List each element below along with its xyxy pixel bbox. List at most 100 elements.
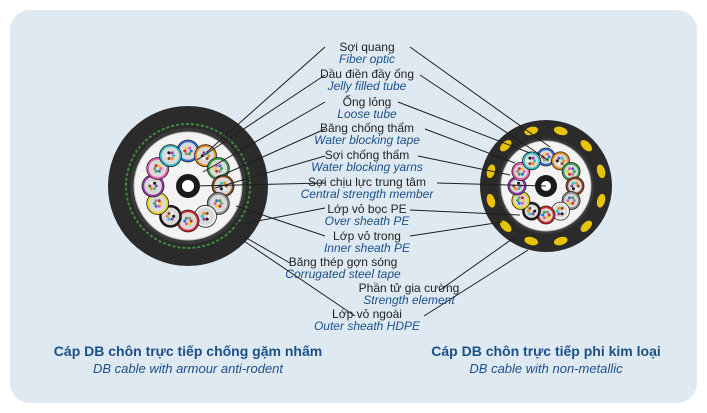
label-over-sheath-vi: Lớp vỏ bọc PE	[327, 202, 406, 216]
loose-tube	[194, 204, 217, 228]
fiber-strand	[167, 156, 171, 160]
fiber-strand	[528, 206, 532, 210]
strength-element-rod	[553, 126, 568, 136]
fiber-strand	[165, 154, 169, 158]
fiber-strand	[154, 204, 158, 208]
fiber-strand	[188, 222, 192, 226]
fiber-strand	[170, 156, 174, 160]
jelly-filling	[510, 179, 524, 193]
loose-tube	[511, 191, 531, 210]
loose-tube	[565, 176, 585, 196]
fiber-strand	[571, 196, 575, 200]
jelly-filling	[161, 207, 180, 226]
caption-left-vi: Cáp DB chôn trực tiếp chống gặm nhấm	[54, 343, 322, 359]
jelly-filling	[148, 159, 167, 178]
loose-tube	[159, 144, 182, 168]
label-inner-sheath-vi: Lớp vỏ trong	[333, 229, 401, 243]
fiber-strand	[170, 212, 174, 216]
fiber-strand	[184, 146, 188, 150]
fiber-strand	[184, 222, 188, 226]
fiber-strand	[517, 201, 521, 205]
fiber-strand	[223, 181, 227, 185]
strength-element-rod	[596, 193, 606, 208]
fiber-strand	[172, 154, 176, 158]
fiber-strand	[223, 187, 227, 191]
fiber-strand	[167, 151, 171, 155]
fiber-strand	[167, 212, 171, 216]
strength-element-rod	[553, 236, 568, 246]
loose-tube	[561, 191, 581, 210]
fiber-strand	[562, 209, 566, 213]
fiber-strand	[542, 158, 546, 162]
leader-line-right	[419, 74, 549, 161]
fiber-strand	[213, 167, 217, 170]
fiber-strand	[170, 151, 174, 155]
jelly-filling	[564, 193, 578, 208]
strength-elements	[486, 126, 606, 246]
fiber-strand	[531, 206, 535, 210]
jelly-filling	[179, 212, 197, 230]
fiber-strand	[533, 209, 537, 213]
fiber-strand	[572, 199, 576, 202]
strength-element-rod	[580, 139, 593, 152]
fiber-strand	[202, 217, 206, 221]
fiber-strand	[188, 152, 192, 156]
fiber-strand	[522, 199, 526, 202]
fiber-strand	[520, 196, 524, 200]
fiber-strand	[200, 214, 204, 218]
jelly-filling	[514, 193, 528, 208]
fiber-strand	[520, 167, 524, 171]
leader-line-left	[242, 235, 291, 264]
fiber-strand	[547, 155, 551, 159]
fiber-strand	[207, 154, 211, 158]
leader-line-right	[409, 221, 503, 237]
leader-line-left	[231, 207, 326, 227]
leader-line-right	[439, 236, 516, 291]
loose-tube	[141, 174, 165, 198]
loose-tube	[176, 209, 200, 233]
jelly-filling	[209, 159, 228, 178]
fiber-strand	[218, 204, 222, 208]
fiber-strand	[522, 170, 526, 173]
fiber-strand	[517, 181, 521, 185]
jelly-filling	[161, 146, 180, 165]
fiber-strand	[555, 209, 559, 213]
strength-element-rod	[499, 139, 512, 152]
fiber-strand	[531, 212, 535, 216]
fiber-strand	[560, 212, 564, 216]
label-outer-sheath-vi: Lớp vỏ ngoài	[332, 307, 402, 321]
fiber-strand	[215, 204, 219, 208]
fiber-strand	[167, 217, 171, 221]
label-corrugated-steel-tape-vi: Băng thép gợn sóng	[289, 255, 398, 269]
jelly-filling	[539, 208, 553, 222]
leader-line-left	[214, 155, 326, 189]
fiber-strand	[546, 216, 550, 220]
fiber-strand	[542, 216, 546, 220]
fiber-strand	[557, 212, 561, 216]
strength-element-rod	[596, 164, 606, 179]
label-strength-element-vi: Phần tử gia cường	[359, 281, 460, 295]
leader-line-left	[196, 74, 326, 161]
fiber-strand	[202, 156, 206, 160]
fiber-strand	[576, 184, 580, 188]
fiber-strand	[202, 212, 206, 216]
fiber-strand	[215, 169, 219, 173]
label-water-blocking-tape-en: Water blocking tape	[314, 133, 420, 147]
fiber-strand	[205, 156, 209, 160]
strength-element-rod	[499, 220, 512, 233]
fiber-strand	[154, 164, 158, 168]
caption-right-en: DB cable with non-metallic	[469, 361, 623, 376]
fiber-strand	[526, 209, 530, 213]
jelly-filling	[553, 204, 568, 218]
jelly-filling	[524, 154, 539, 168]
fiber-strand	[189, 219, 193, 223]
fiber-strand	[528, 212, 532, 216]
leader-line-left	[193, 182, 326, 187]
label-over-sheath-en: Over sheath PE	[325, 214, 411, 228]
fiber-strand	[541, 213, 545, 217]
fiber-strand	[526, 159, 530, 163]
fiber-strand	[531, 156, 535, 160]
jelly-filling	[148, 194, 167, 213]
fiber-strand	[557, 206, 561, 210]
fiber-strand	[528, 156, 532, 160]
